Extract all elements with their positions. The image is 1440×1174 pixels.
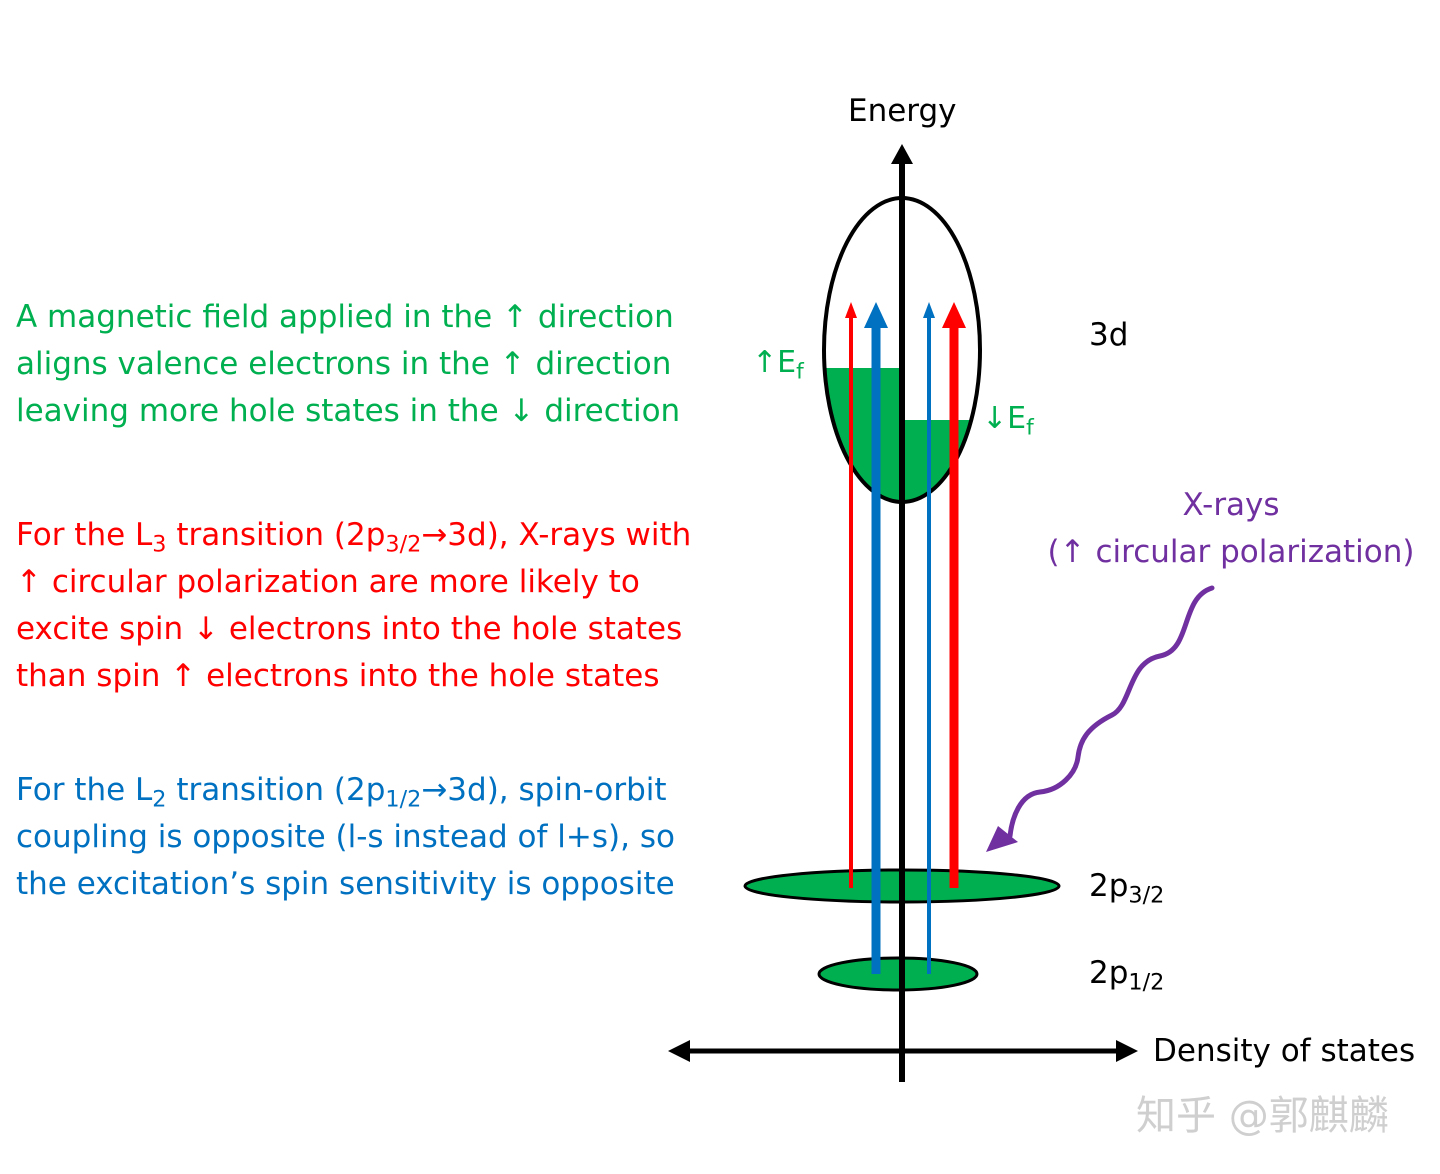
fermi-down-subscript: f: [1026, 415, 1034, 441]
3d-spin-down-filling: [902, 420, 980, 502]
l2-spin-down-thin-arrowhead: [923, 302, 935, 318]
l2-p-subscript: 1/2: [385, 786, 422, 813]
l3-subscript: 3: [152, 531, 167, 558]
xray-label-line-2: (↑ circular polarization): [1047, 533, 1415, 570]
fermi-up-base: ↑E: [752, 345, 797, 380]
l2-line-2: coupling is opposite (l-s instead of l+s…: [16, 819, 675, 855]
2p3-2-subscript: 3/2: [1128, 882, 1165, 909]
xray-label-line-1: X-rays: [1182, 487, 1280, 523]
l2-text-a: For the L: [16, 772, 153, 808]
energy-axis-arrowhead: [891, 144, 913, 164]
magnetic-line-2: aligns valence electrons in the ↑ direct…: [16, 346, 672, 382]
2p1-2-subscript: 1/2: [1128, 969, 1165, 996]
dos-axis-right-arrowhead: [1116, 1040, 1138, 1062]
2p1-2-level-ellipse: [817, 956, 979, 992]
l2-line-1: For the L2 transition (2p1/2→3d), spin-o…: [16, 767, 675, 814]
fermi-level-spin-down-label: ↓Ef: [982, 401, 1034, 439]
l2-transition-paragraph: For the L2 transition (2p1/2→3d), spin-o…: [16, 767, 675, 908]
2p3-2-level-label: 2p3/2: [1089, 868, 1164, 907]
l2-spin-up-thick-arrowhead: [864, 302, 888, 328]
fermi-level-spin-up-label: ↑Ef: [752, 345, 804, 383]
l3-spin-down-thick-arrowhead: [942, 302, 966, 328]
xray-label: X-rays (↑ circular polarization): [1036, 482, 1426, 575]
2p1-2-level-label: 2p1/2: [1089, 955, 1164, 994]
energy-axis-label: Energy: [848, 93, 957, 129]
2p1-2-base: 2p: [1089, 955, 1129, 991]
l2-subscript: 2: [152, 786, 167, 813]
l3-line-2: ↑ circular polarization are more likely …: [16, 564, 640, 600]
xray-wave-arrowhead: [986, 826, 1018, 852]
fermi-up-subscript: f: [796, 359, 804, 385]
magnetic-line-1: A magnetic field applied in the ↑ direct…: [16, 299, 674, 335]
fermi-down-base: ↓E: [982, 401, 1027, 436]
magnetic-line-3: leaving more hole states in the ↓ direct…: [16, 393, 681, 429]
l2-line-3: the excitation’s spin sensitivity is opp…: [16, 866, 675, 902]
l3-text-b: transition (2p: [166, 517, 386, 553]
l2-text-b: transition (2p: [166, 772, 386, 808]
l3-p-subscript: 3/2: [385, 531, 422, 558]
watermark: 知乎 @郭麒麟: [1136, 1093, 1389, 1139]
3d-level-label: 3d: [1089, 317, 1129, 353]
l3-text-a: For the L: [16, 517, 153, 553]
dos-axis-label: Density of states: [1153, 1033, 1416, 1069]
l3-transition-paragraph: For the L3 transition (2p3/2→3d), X-rays…: [16, 512, 691, 700]
l3-line-1: For the L3 transition (2p3/2→3d), X-rays…: [16, 512, 691, 559]
3d-spin-up-filling: [824, 368, 902, 502]
l3-line-4: than spin ↑ electrons into the hole stat…: [16, 658, 660, 694]
l3-line-3: excite spin ↓ electrons into the hole st…: [16, 611, 683, 647]
magnetic-field-paragraph: A magnetic field applied in the ↑ direct…: [16, 294, 680, 435]
l3-spin-up-thin-arrowhead: [845, 302, 857, 318]
l3-text-c: →3d), X-rays with: [421, 517, 692, 553]
l2-text-c: →3d), spin-orbit: [421, 772, 667, 808]
2p3-2-base: 2p: [1089, 868, 1129, 904]
dos-axis-left-arrowhead: [668, 1040, 690, 1062]
xray-wave-path: [1007, 585, 1215, 839]
